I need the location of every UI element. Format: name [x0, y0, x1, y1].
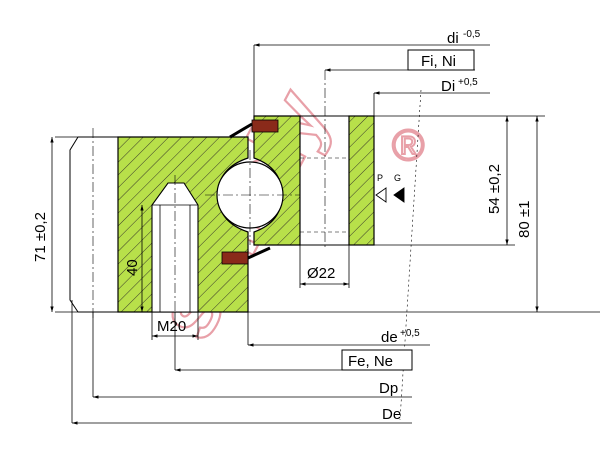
thread-depth-label: 40	[124, 259, 141, 276]
g-symbol-label: G	[394, 173, 401, 183]
grease-point-symbol: P G	[375, 173, 405, 203]
height-54-dimension: 54 ±0,2	[486, 116, 509, 245]
height-80-label: 80 ±1	[516, 201, 533, 238]
fe-ne-dimension: Fe, Ne	[174, 312, 413, 372]
De-label: De	[382, 406, 401, 423]
outer-profile	[55, 128, 600, 320]
height-54-label: 54 ±0,2	[486, 164, 503, 214]
height-71-label: 71 ±0,2	[32, 212, 49, 262]
de-tolerance: +0,5	[400, 328, 420, 339]
height-80-dimension: 80 ±1	[516, 116, 539, 312]
Dp-label: Dp	[379, 380, 398, 397]
Di-label: Di	[441, 78, 455, 95]
de-dimension: de +0,5	[247, 232, 430, 347]
outer-ring	[117, 136, 249, 313]
height-71-dimension: 71 ±0,2	[32, 137, 54, 312]
inner-ring	[253, 70, 375, 250]
ball-diameter-label: Ø22	[307, 265, 335, 282]
Di-dimension: Di +0,5	[373, 77, 490, 116]
fi-ni-dimension: Fi, Ni	[325, 49, 475, 72]
thread-depth-dimension: 40	[124, 205, 144, 312]
ball	[205, 150, 300, 245]
ball-diameter-dimension: Ø22	[299, 245, 350, 288]
di-label: di	[447, 30, 459, 47]
De-dimension: De	[71, 300, 412, 425]
watermark-registered-mark: ®	[392, 121, 424, 170]
de-label: de	[381, 329, 398, 346]
p-symbol-label: P	[377, 173, 383, 183]
thread-label: M20	[157, 318, 186, 335]
di-dimension: di -0,5	[253, 29, 490, 116]
fi-ni-label: Fi, Ni	[421, 53, 456, 70]
Dp-dimension: Dp	[92, 312, 412, 399]
fe-ne-label: Fe, Ne	[348, 353, 393, 370]
Di-tolerance: +0,5	[458, 77, 478, 88]
di-tolerance: -0,5	[463, 29, 481, 40]
